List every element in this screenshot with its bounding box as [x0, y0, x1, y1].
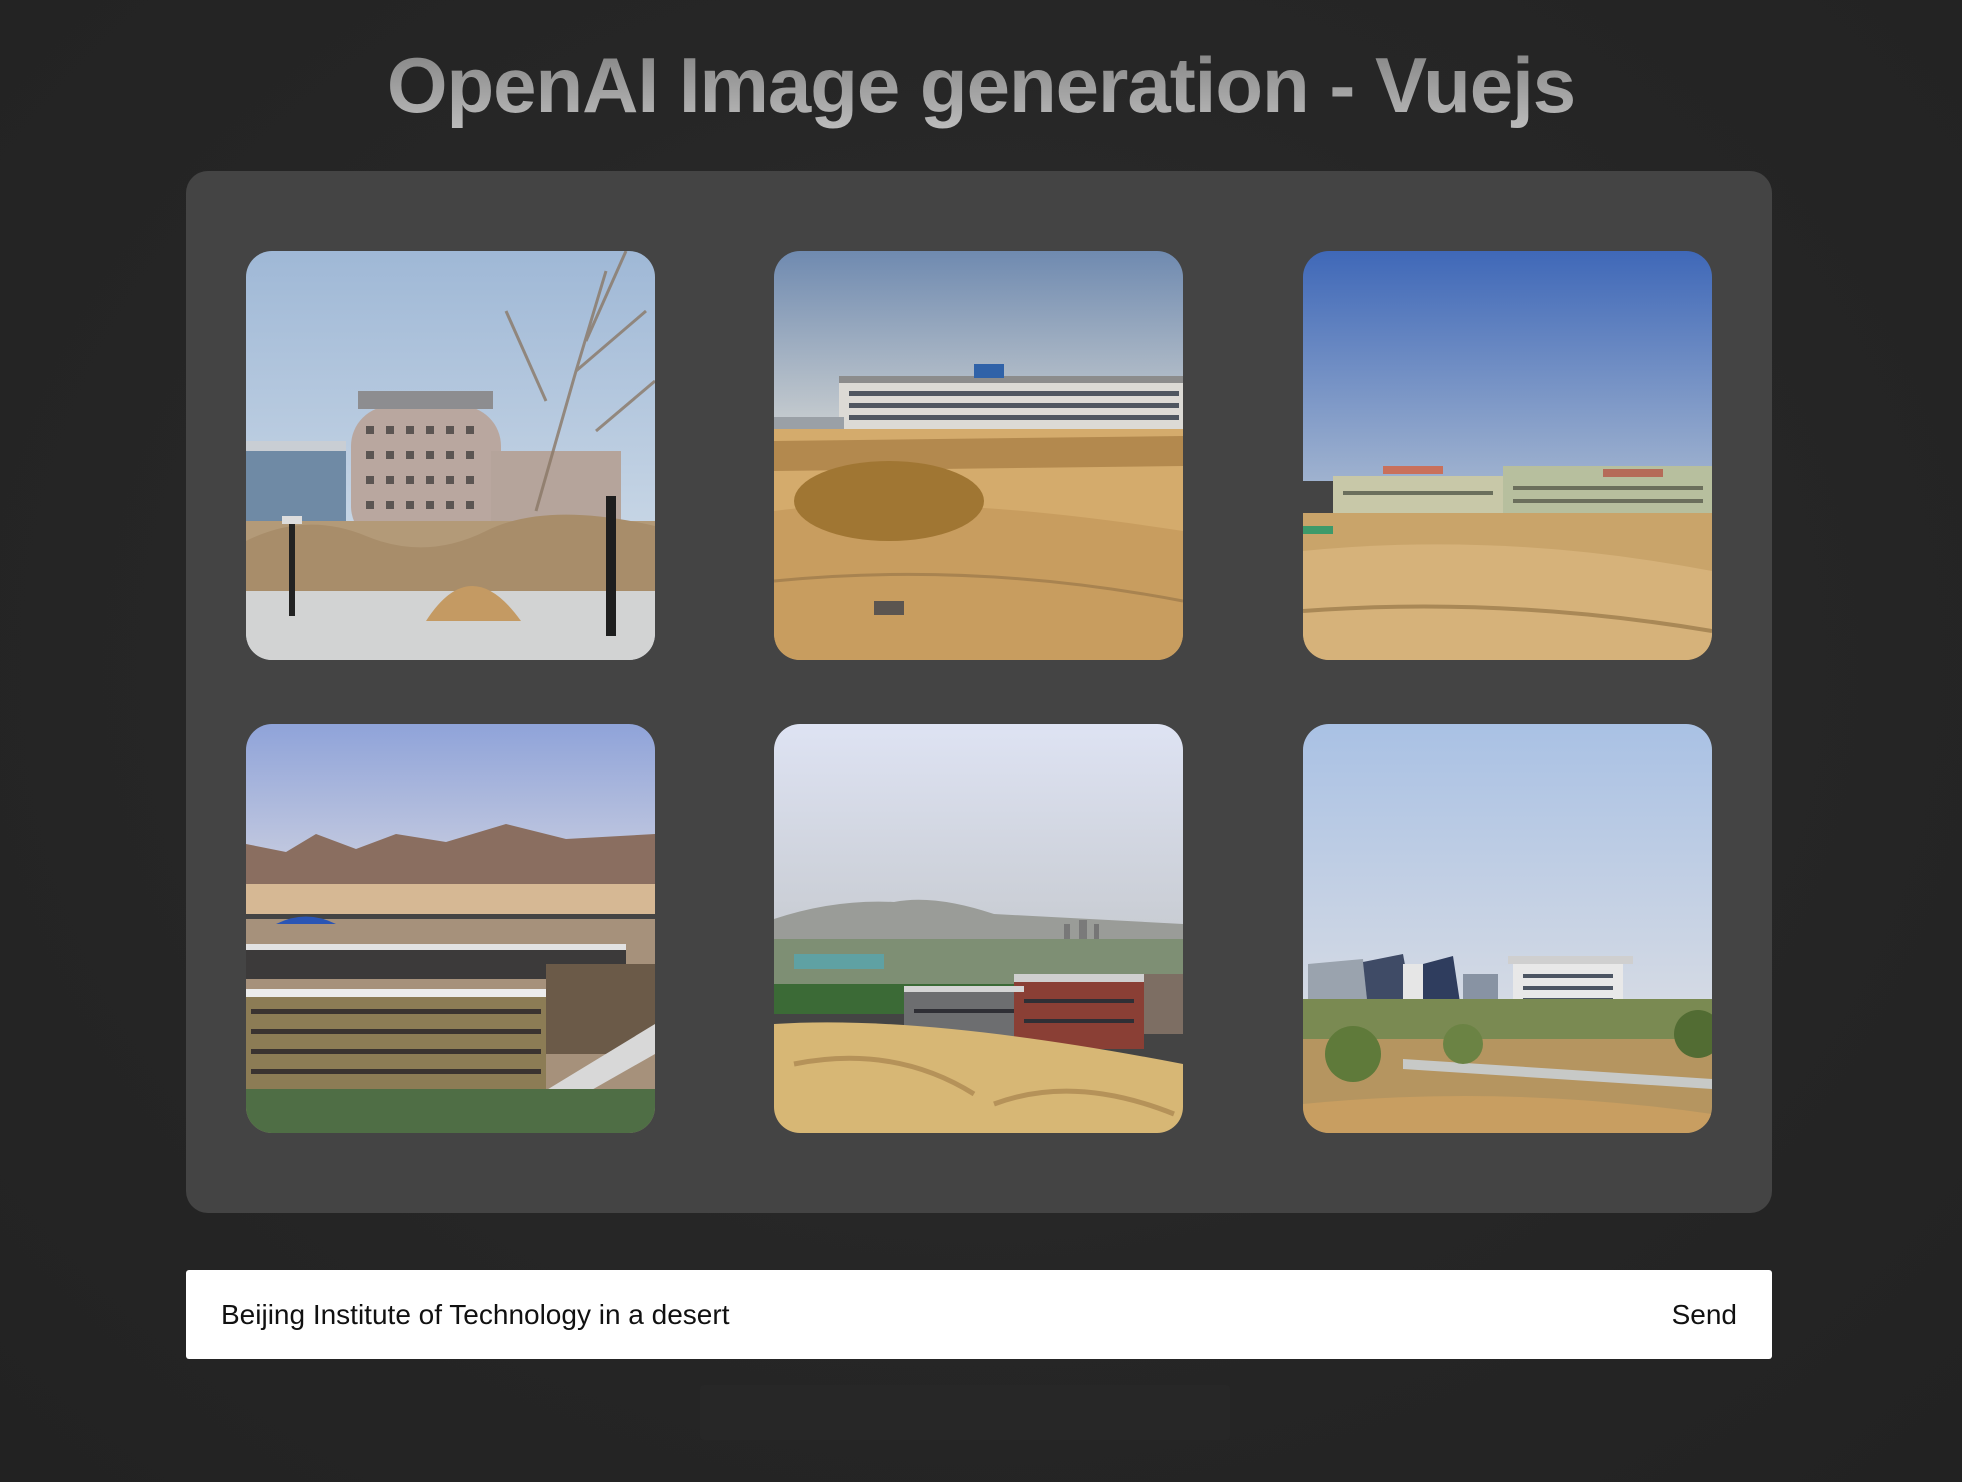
generated-image-5[interactable] — [774, 724, 1183, 1133]
generated-image-2[interactable] — [774, 251, 1183, 660]
prompt-form: Send — [186, 1270, 1772, 1359]
generated-image-4[interactable] — [246, 724, 655, 1133]
image-gallery — [186, 171, 1772, 1213]
page-title: OpenAI Image generation - Vuejs — [0, 40, 1962, 131]
send-button[interactable]: Send — [1652, 1270, 1772, 1359]
generated-image-1[interactable] — [246, 251, 655, 660]
generated-image-6[interactable] — [1303, 724, 1712, 1133]
prompt-input[interactable] — [186, 1270, 1652, 1359]
footer-placeholder — [700, 1385, 1230, 1440]
generated-image-3[interactable] — [1303, 251, 1712, 660]
